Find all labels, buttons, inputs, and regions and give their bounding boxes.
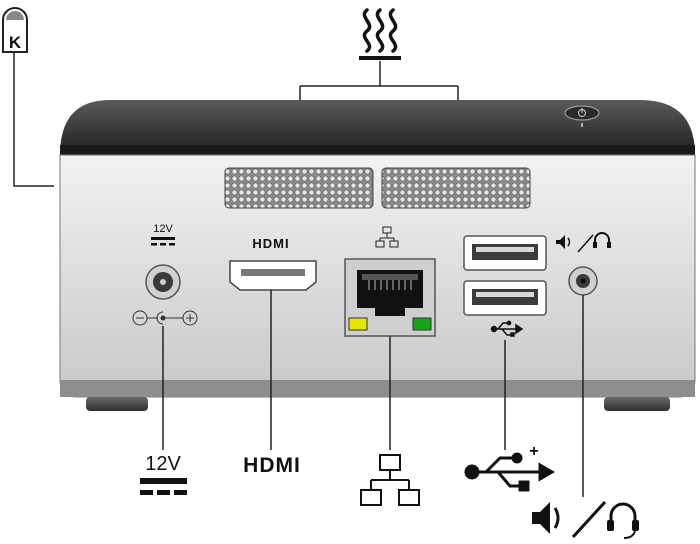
speaker-headset-icon [532,500,639,539]
heat-icon-base [359,56,401,60]
kensington-leader-line [13,53,54,187]
power-callout-label: 12V [145,453,181,475]
speaker-headset-panel-icon [556,232,611,253]
usb-callout-icon [464,452,555,492]
dc-power-icon [151,237,175,246]
kensington-lock-icon: K [1,7,28,53]
kensington-letter: K [9,33,22,52]
usb-plus-label: + [529,443,538,460]
hdmi-port[interactable] [229,260,317,291]
audio-jack[interactable] [568,266,598,296]
power-button[interactable] [564,105,600,127]
vent-left [224,167,374,209]
usb-panel-icon [490,320,524,337]
dc-power-jack[interactable] [145,264,181,300]
callout-leader-lines [162,290,584,497]
device-foot-right [604,397,670,411]
vent-right [381,167,531,209]
hdmi-panel-label: HDMI [252,236,289,251]
network-icon [375,226,399,248]
dc-power-callout-icon [140,478,187,495]
dc-in-label: 12V [153,223,173,235]
polarity-icon [132,310,198,326]
device-foot-left [86,397,148,411]
usb-port-bottom[interactable] [463,280,547,316]
usb-port-top[interactable] [463,235,547,271]
heat-exhaust-icon [362,8,398,53]
lan-port[interactable] [344,258,436,337]
lan-led-right [412,317,432,331]
lan-led-left [348,317,368,331]
device-top-cover [60,100,695,155]
network-callout-icon [360,454,420,506]
hdmi-callout-label: HDMI [243,454,301,477]
